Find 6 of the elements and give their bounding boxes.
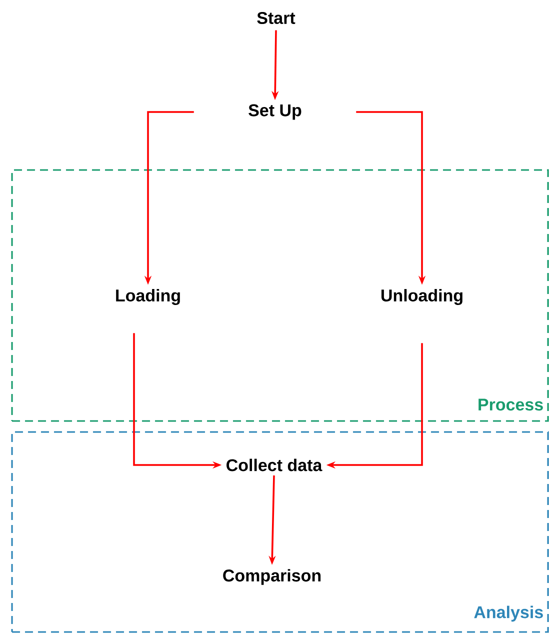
step-label: Start [257,12,296,24]
step-label: Comparison [223,569,321,585]
step-label: Collect data [226,458,322,472]
step-label: Set Up [248,104,302,120]
step-label: Loading [116,289,180,305]
step-label: Unloading [381,289,462,305]
